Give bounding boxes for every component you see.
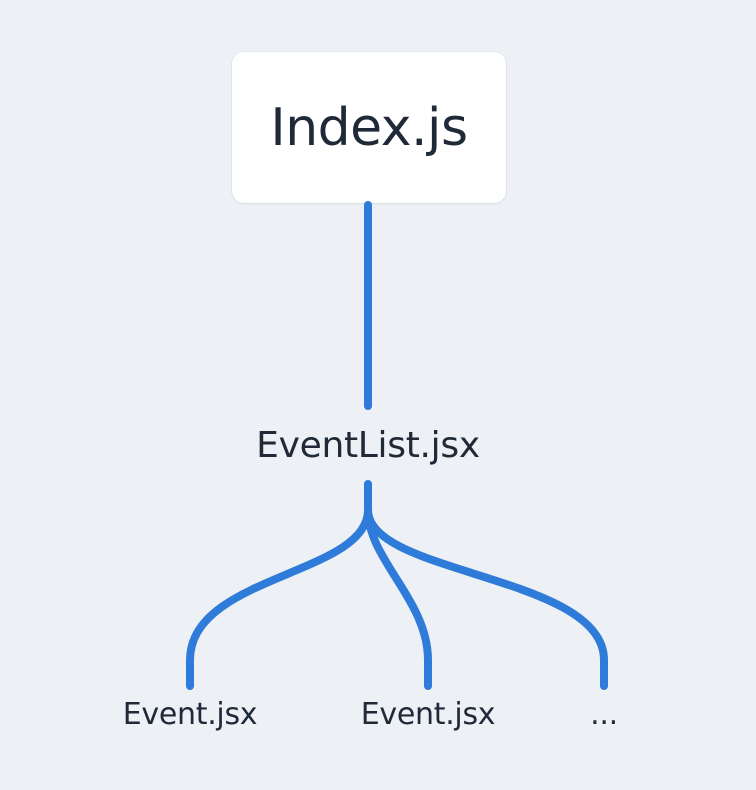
event-jsx-label-2: Event.jsx — [360, 697, 496, 732]
index-js-node: Index.js — [232, 52, 506, 203]
eventlist-jsx-label: EventList.jsx — [256, 425, 480, 466]
edge-eventlist-to-event-1 — [186, 480, 372, 690]
event-jsx-label-1: Event.jsx — [122, 697, 258, 732]
edge-eventlist-to-event-2 — [364, 506, 432, 690]
edge-eventlist-to-ellipsis — [364, 506, 608, 690]
ellipsis-label: ... — [590, 697, 618, 732]
index-js-label: Index.js — [270, 97, 468, 158]
